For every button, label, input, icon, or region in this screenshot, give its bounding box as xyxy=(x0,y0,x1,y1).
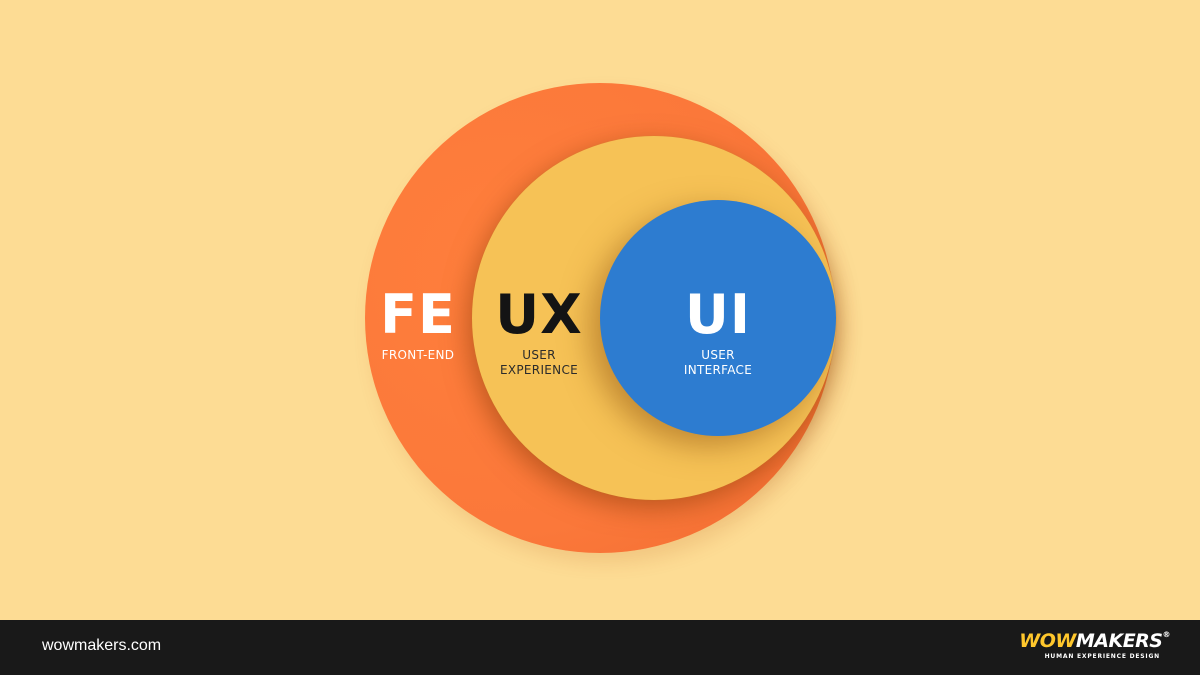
user-interface-circle xyxy=(600,200,836,436)
user-experience-name: USER EXPERIENCE xyxy=(489,348,589,378)
user-experience-name-line1: USER xyxy=(522,348,556,362)
user-experience-abbr: UX xyxy=(495,283,583,346)
website-link[interactable]: wowmakers.com xyxy=(42,637,162,654)
logo-wow-text: WOW xyxy=(1019,630,1076,652)
registered-mark: ® xyxy=(1162,630,1171,639)
user-experience-label: UX USER EXPERIENCE xyxy=(489,288,589,378)
user-experience-name-line2: EXPERIENCE xyxy=(499,363,579,377)
footer-bar: wowmakers.com WOWMAKERS® HUMAN EXPERIENC… xyxy=(0,620,1200,675)
user-interface-label: UI USER INTERFACE xyxy=(668,288,768,378)
diagram-canvas: FE FRONT-END UX USER EXPERIENCE UI USER … xyxy=(365,83,836,553)
front-end-label: FE FRONT-END xyxy=(368,288,468,363)
front-end-abbr: FE xyxy=(380,283,456,346)
logo-tagline: HUMAN EXPERIENCE DESIGN xyxy=(1044,653,1160,660)
front-end-name: FRONT-END xyxy=(381,348,455,362)
wowmakers-logo: WOWMAKERS® HUMAN EXPERIENCE DESIGN xyxy=(1019,630,1170,666)
user-interface-name-line1: USER xyxy=(701,348,735,362)
logo-makers-text: MAKERS xyxy=(1075,630,1163,652)
user-interface-name: USER INTERFACE xyxy=(668,348,768,378)
user-interface-abbr: UI xyxy=(685,283,751,346)
logo-wordmark: WOWMAKERS® xyxy=(1019,630,1170,652)
user-interface-name-line2: INTERFACE xyxy=(683,363,753,377)
